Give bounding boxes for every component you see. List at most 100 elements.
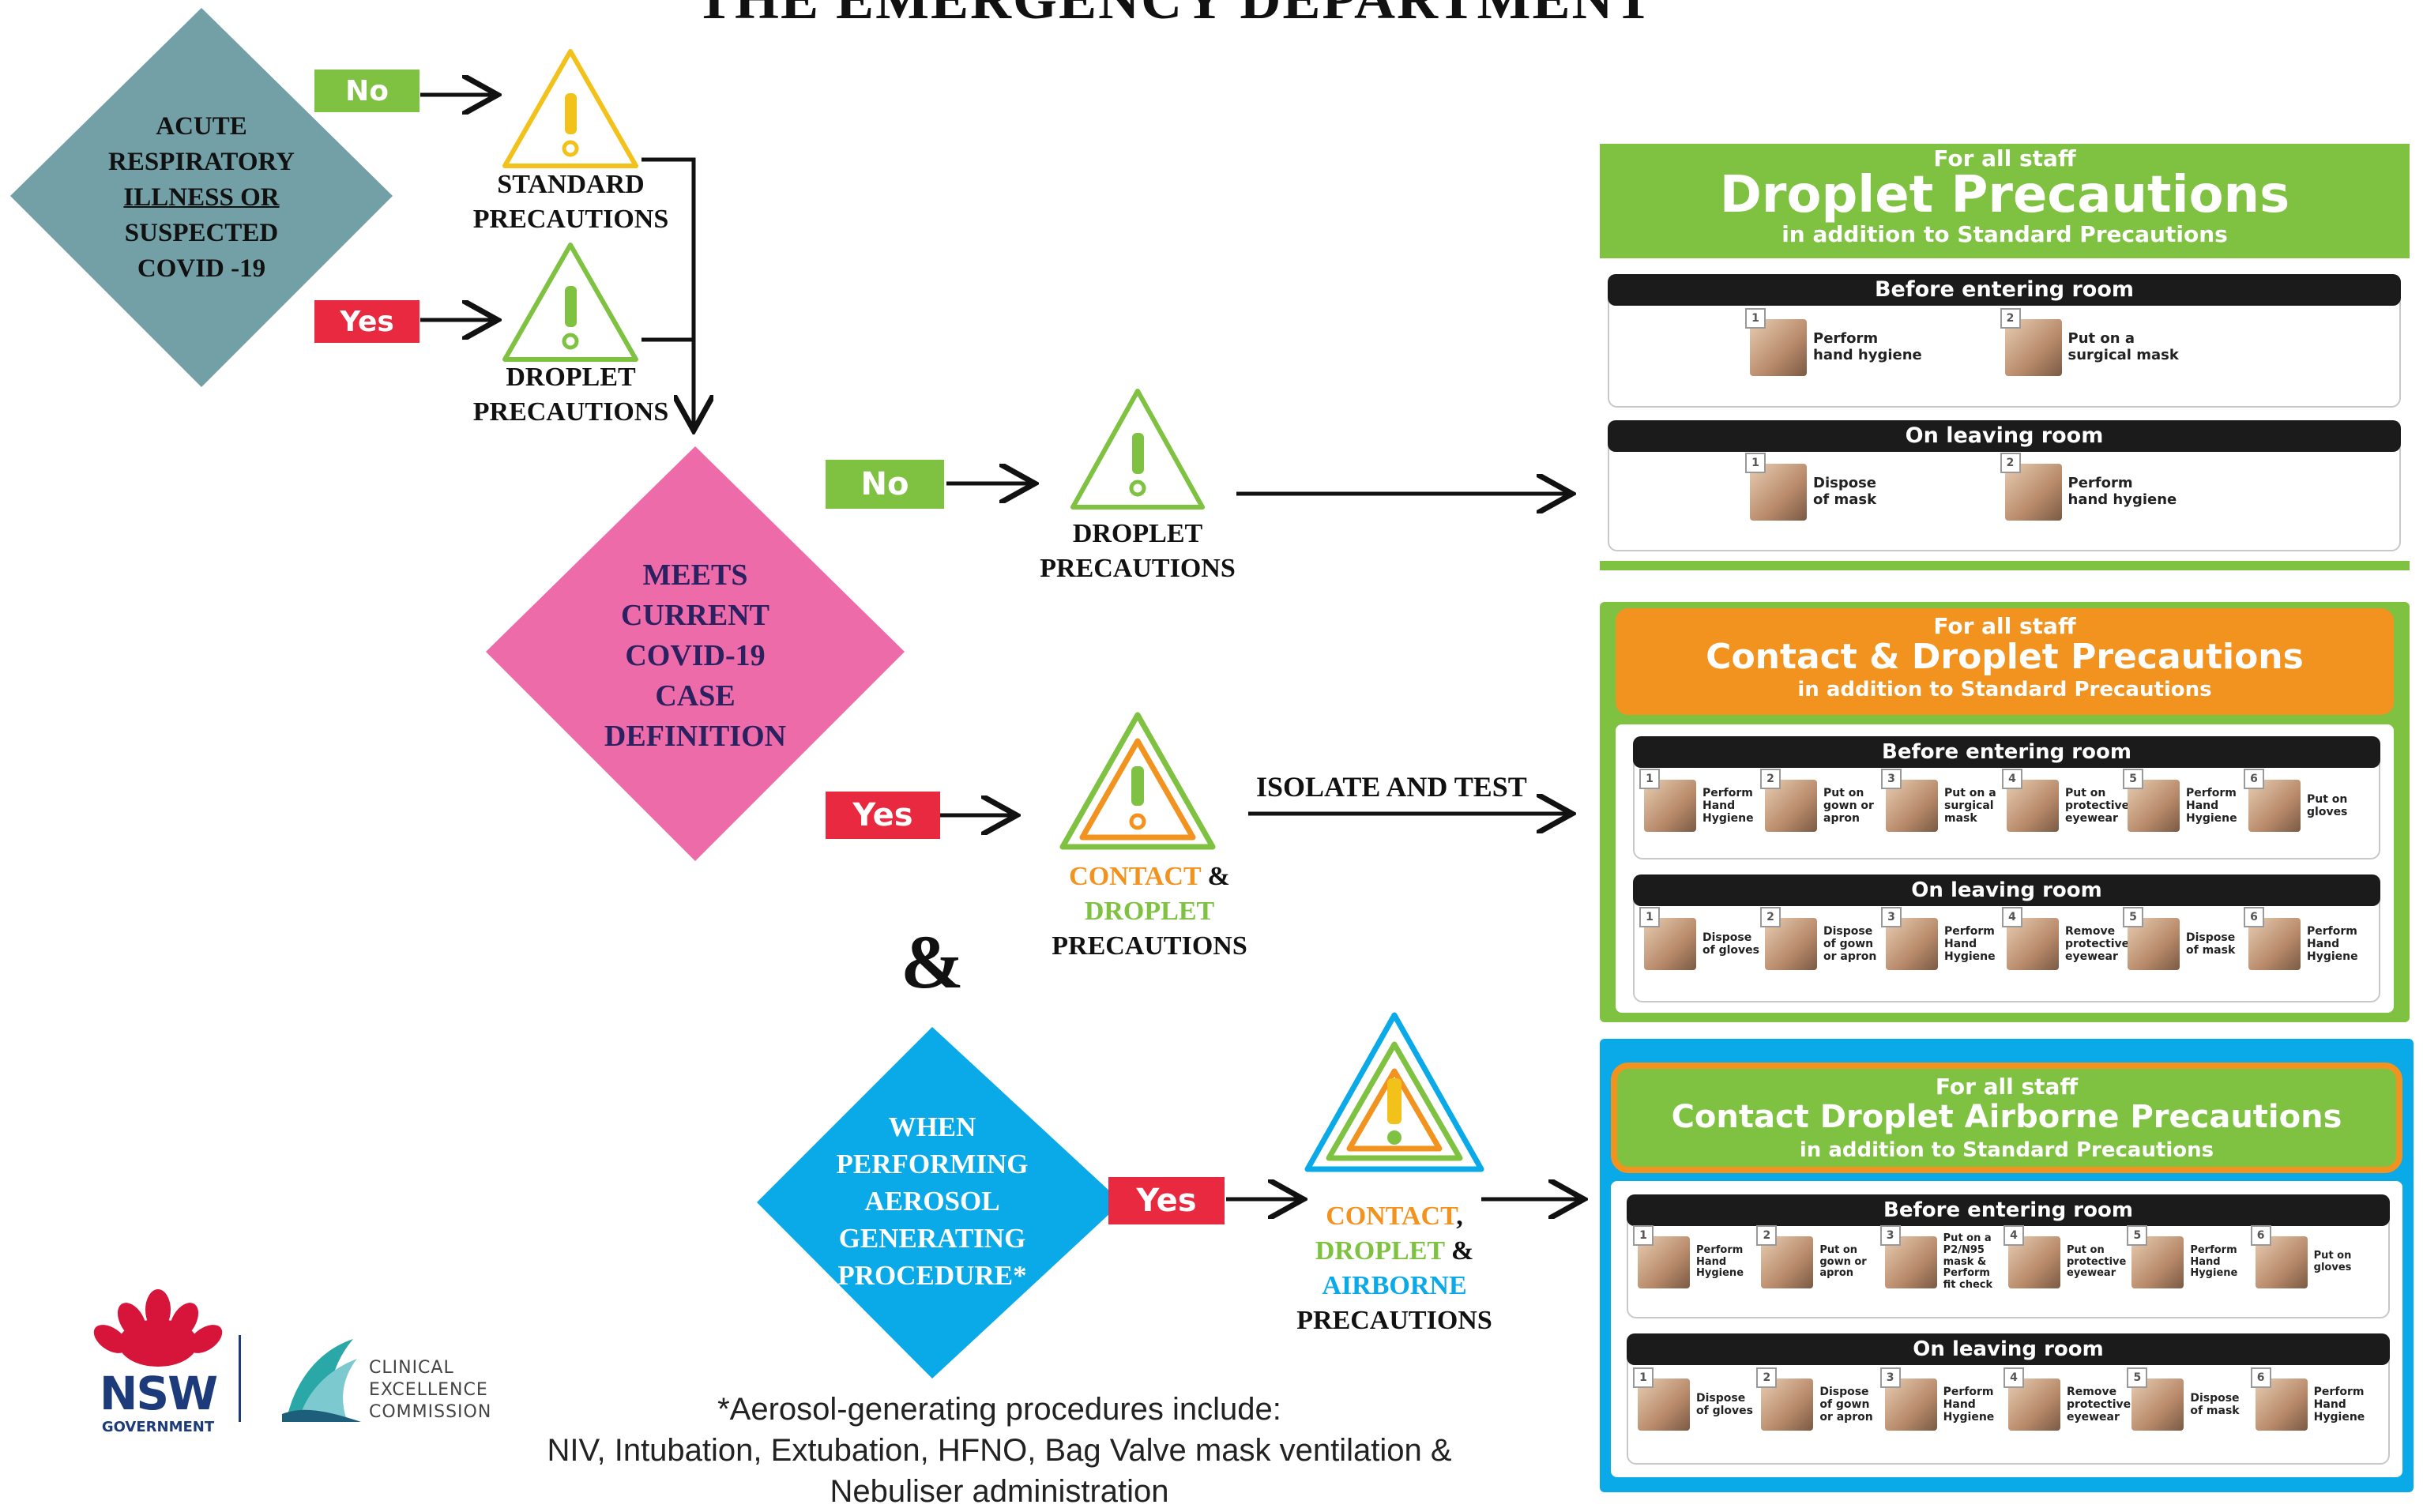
step-number: 3 [1881, 769, 1902, 789]
step-number: 1 [1745, 308, 1766, 329]
step-number: 4 [2003, 1367, 2024, 1388]
step-number: 2 [1760, 769, 1781, 789]
step-number: 3 [1879, 1225, 1901, 1246]
yes-badge-q3: Yes [1108, 1177, 1225, 1224]
card-droplet-precautions: For all staff Droplet Precautions in add… [1600, 144, 2410, 574]
yes-badge-q2: Yes [826, 792, 940, 839]
cec-text-3: COMMISSION [369, 1402, 492, 1422]
card-subtitle: in addition to Standard Precautions [1799, 1138, 2214, 1162]
step-photo [1750, 464, 1807, 521]
warning-icon-contact-droplet [1059, 712, 1216, 850]
step-number: 2 [2000, 453, 2021, 473]
diamond-case-definition [486, 446, 905, 861]
step-photo [2004, 464, 2062, 521]
step-photo [2004, 319, 2062, 376]
cec-logo: CLINICAL EXCELLENCE COMMISSION [278, 1335, 515, 1430]
ampersand: & [901, 920, 964, 1004]
step-number: 2 [1756, 1367, 1778, 1388]
card-airborne: For all staff Contact Droplet Airborne P… [1600, 1039, 2414, 1492]
no-badge-q1: No [314, 70, 420, 112]
page-title: THE EMERGENCY DEPARTMENT [695, 0, 1654, 32]
on-leaving-bar: On leaving room [1608, 420, 2401, 452]
aerosol-footnote: *Aerosol-generating procedures include: … [547, 1392, 1452, 1509]
no-badge-q2: No [826, 460, 944, 509]
warning-icon-standard [502, 49, 638, 168]
waratah-icon [93, 1289, 223, 1367]
step-number: 5 [2127, 1367, 2148, 1388]
nsw-government-text: GOVERNMENT [101, 1419, 215, 1435]
on-leaving-bar: On leaving room [1633, 874, 2380, 906]
card-contact-droplet: For all staff Contact & Droplet Precauti… [1600, 602, 2410, 1022]
cec-text-1: CLINICAL [369, 1358, 454, 1378]
card-subtitle: in addition to Standard Precautions [1797, 678, 2212, 701]
contact-droplet-label: CONTACT & DROPLET PRECAUTIONS [1052, 862, 1247, 961]
card-title: Droplet Precautions [1719, 166, 2290, 224]
cec-text-2: EXCELLENCE [369, 1380, 488, 1400]
card-droplet-header: For all staff Droplet Precautions in add… [1600, 144, 2410, 258]
warning-icon-droplet-mid [1070, 389, 1205, 510]
nsw-wordmark: NSW [99, 1367, 218, 1420]
step-number: 1 [1745, 453, 1766, 473]
question-respiratory: ACUTE RESPIRATORY ILLNESS OR SUSPECTED C… [108, 111, 295, 283]
card-subtitle: in addition to Standard Precautions [1782, 221, 2228, 247]
step-number: 6 [2244, 769, 2264, 789]
step-number: 5 [2123, 769, 2143, 789]
card-title: Contact & Droplet Precautions [1706, 637, 2304, 677]
for-all-staff: For all staff [1935, 1074, 2079, 1100]
step-number: 1 [1639, 769, 1660, 789]
question-case-definition: MEETS CURRENT COVID-19 CASE DEFINITION [604, 558, 787, 753]
step-number: 5 [2123, 907, 2143, 927]
step-number: 6 [2244, 907, 2264, 927]
yes-badge-q1: Yes [314, 300, 420, 343]
step-number: 4 [2002, 907, 2022, 927]
step-number: 4 [2002, 769, 2022, 789]
step-photo [1750, 319, 1807, 376]
card-airborne-header: For all staff Contact Droplet Airborne P… [1611, 1063, 2402, 1173]
before-entering-bar: Before entering room [1633, 736, 2380, 768]
